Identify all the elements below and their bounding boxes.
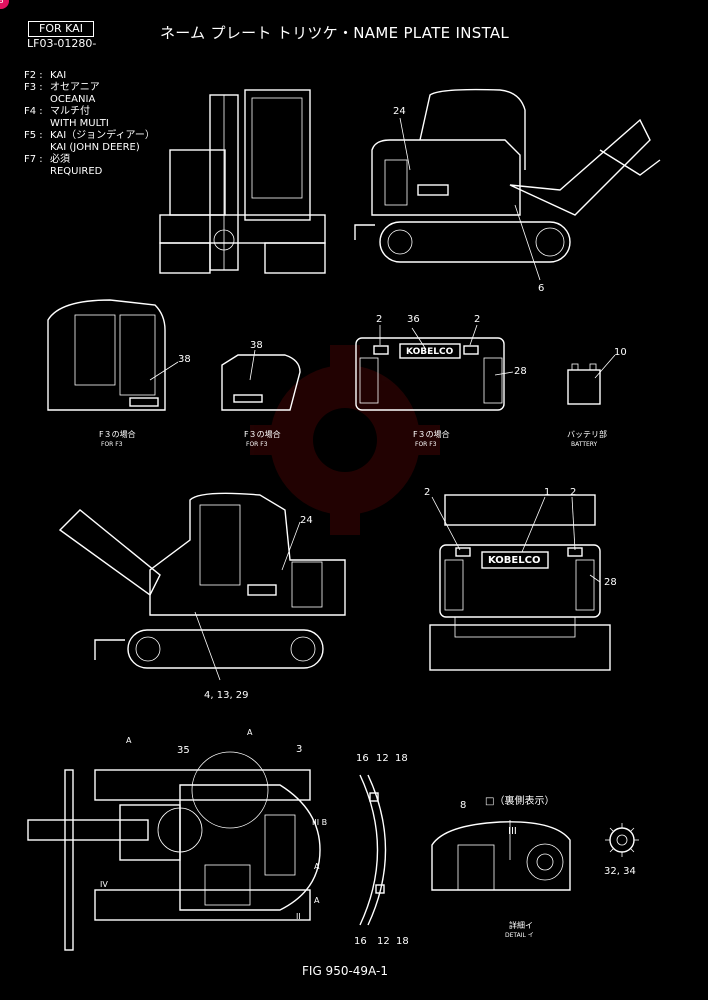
callout-36: 36 [407, 314, 420, 325]
callout-2-d: 2 [570, 487, 577, 498]
callout-iii: III [508, 826, 517, 837]
callout-iii-b: III B [312, 818, 328, 827]
callout-a-top: A [126, 736, 132, 745]
legend-text-f5-en: KAI (JOHN DEERE) [50, 142, 140, 153]
legend-text-f7-jp: 必須 [50, 154, 70, 165]
callout-a-top2: A [247, 728, 253, 737]
page-title: ネーム プレート トリツケ・NAME PLATE INSTAL [160, 24, 510, 42]
for-kai-tag: FOR KAI [28, 21, 94, 37]
callout-10: 10 [614, 347, 627, 358]
caption-f3-3-jp: F３の場合 [413, 430, 450, 439]
callout-12-bot: 12 [377, 936, 390, 947]
cab-f3-view [47, 299, 166, 411]
legend-text-f3-en: OCEANIA [50, 94, 96, 105]
callout-16-top: 16 [356, 753, 369, 764]
legend-text-f4-en: WITH MULTI [50, 118, 109, 129]
doc-number: LF03-01280- [27, 37, 97, 50]
caption-f3-1-jp: F３の場合 [99, 430, 136, 439]
caption-f3-2-jp: F３の場合 [244, 430, 281, 439]
callout-8: 8 [460, 800, 467, 811]
caption-f3-1-en: FOR F3 [101, 441, 123, 448]
corner-badge: 8 [0, 0, 9, 9]
excavator-side-view-2 [58, 492, 346, 669]
kobelco-plate-2: KOBELCO [488, 555, 541, 566]
caption-f3-2-en: FOR F3 [246, 441, 268, 448]
callout-4-13-29: 4, 13, 29 [204, 690, 249, 701]
callout-2-c: 2 [424, 487, 431, 498]
callout-1: 1 [544, 487, 551, 498]
detail-i-view [431, 820, 571, 891]
leader-lines [149, 117, 616, 681]
legend-text-f3-jp: オセアニア [50, 82, 100, 93]
callout-2-a: 2 [376, 314, 383, 325]
caption-detail-jp: 詳細イ [509, 921, 533, 930]
callout-16-bot: 16 [354, 936, 367, 947]
callout-38-b: 38 [250, 340, 263, 351]
legend-text-f2: KAI [50, 70, 67, 81]
callout-2-b: 2 [474, 314, 481, 325]
legend-text-f4-jp: マルチ付 [50, 106, 90, 117]
callout-ii: II [296, 912, 301, 921]
figure-number: FIG 950-49A-1 [302, 964, 388, 978]
counterweight-f3-view [355, 337, 505, 411]
nameplate-f3-view [221, 354, 301, 411]
callout-38-a: 38 [178, 354, 191, 365]
watermark-gear-icon [250, 345, 440, 535]
legend-text-f7-en: REQUIRED [50, 166, 103, 177]
excavator-front-view [159, 89, 326, 274]
callout-iv: IV [100, 880, 108, 889]
legend-code-f5: F5 : [24, 130, 43, 141]
callout-12-top: 12 [376, 753, 389, 764]
callout-32-34: 32, 34 [604, 866, 636, 877]
battery-icon [567, 363, 601, 405]
callout-18-top: 18 [395, 753, 408, 764]
excavator-side-view [354, 88, 661, 263]
caption-battery-jp: バッテリ部 [567, 430, 607, 439]
legend-code-f3: F3 : [24, 82, 43, 93]
caption-f3-3-en: FOR F3 [415, 441, 437, 448]
callout-a-mid: A [314, 862, 320, 871]
callout-18-bot: 18 [396, 936, 409, 947]
excavator-top-view [27, 751, 321, 951]
caption-detail-en: DETAIL イ [505, 932, 534, 939]
kobelco-plate-1: KOBELCO [406, 347, 454, 357]
legend-code-f2: F2 : [24, 70, 43, 81]
callout-reverse-side: □（裏側表示） [485, 796, 555, 807]
callout-24-top: 24 [393, 106, 406, 117]
legend-text-f5-jp: KAI（ジョンディアー） [50, 130, 155, 141]
legend-code-f7: F7 : [24, 154, 43, 165]
callout-35: 35 [177, 745, 190, 756]
callout-24-mid: 24 [300, 515, 313, 526]
handrail-detail [359, 774, 387, 926]
callout-a-low: A [314, 896, 320, 905]
gear-detail-icon [605, 823, 639, 857]
callout-28-b: 28 [604, 577, 617, 588]
excavator-rear-view [429, 494, 611, 671]
callout-3: 3 [296, 744, 303, 755]
legend-code-f4: F4 : [24, 106, 43, 117]
caption-battery-en: BATTERY [571, 441, 598, 448]
callout-28-a: 28 [514, 366, 527, 377]
callout-6: 6 [538, 283, 545, 294]
